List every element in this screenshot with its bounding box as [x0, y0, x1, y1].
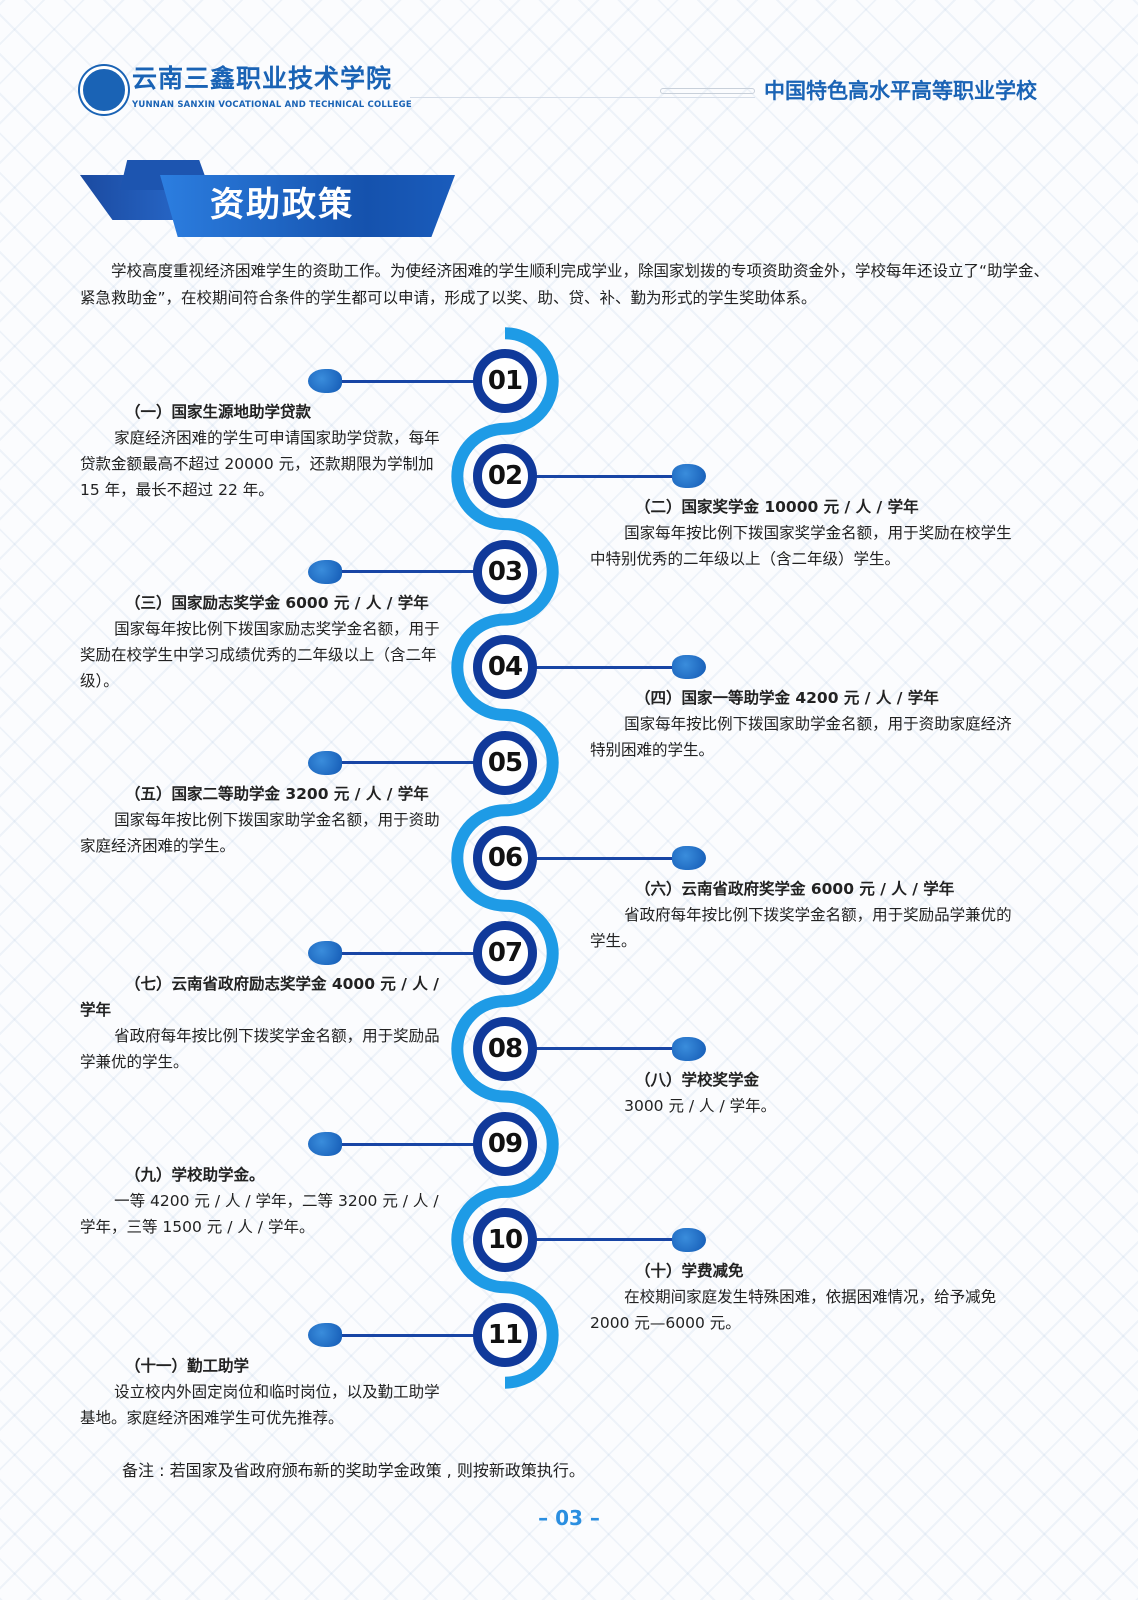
step-number-badge: 05 — [473, 730, 537, 795]
policy-title: （五）国家二等助学金 3200 元 / 人 / 学年 — [124, 784, 429, 803]
policy-item: （九）学校助学金。一等 4200 元 / 人 / 学年，二等 3200 元 / … — [80, 1162, 445, 1240]
connector-line — [330, 570, 480, 574]
drop-marker-icon — [308, 559, 342, 584]
header-decoration — [660, 88, 755, 94]
drop-marker-icon — [308, 369, 342, 393]
policy-description: 国家每年按比例下拨国家励志奖学金名额，用于奖励在校学生中学习成绩优秀的二年级以上… — [80, 619, 440, 690]
page-number: – 03 – — [538, 1506, 600, 1530]
connector-line — [330, 1333, 480, 1337]
connector-line — [330, 761, 480, 765]
policy-description: 国家每年按比例下拨国家奖学金名额，用于奖励在校学生中特别优秀的二年级以上（含二年… — [590, 524, 1012, 569]
policy-item: （六）云南省政府奖学金 6000 元 / 人 / 学年省政府每年按比例下拨奖学金… — [590, 876, 1027, 954]
policy-title: （四）国家一等助学金 4200 元 / 人 / 学年 — [634, 689, 939, 708]
step-number-badge: 08 — [473, 1016, 537, 1081]
header-slogan: 中国特色高水平高等职业学校 — [764, 79, 1037, 103]
drop-marker-icon — [308, 750, 342, 775]
section-title: 资助政策 — [210, 185, 354, 225]
policy-item: （五）国家二等助学金 3200 元 / 人 / 学年国家每年按比例下拨国家助学金… — [80, 781, 445, 859]
step-number-badge: 09 — [473, 1112, 537, 1177]
drop-marker-icon — [308, 941, 342, 966]
drop-marker-icon — [308, 1323, 342, 1347]
connector-line — [330, 1142, 480, 1146]
section-banner — [160, 175, 455, 237]
drop-marker-icon — [672, 1227, 706, 1252]
policy-title: （十一）勤工助学 — [124, 1357, 249, 1375]
policy-title: （二）国家奖学金 10000 元 / 人 / 学年 — [634, 498, 919, 517]
policy-item: （七）云南省政府励志奖学金 4000 元 / 人 / 学年省政府每年按比例下拨奖… — [80, 971, 445, 1075]
drop-marker-icon — [672, 655, 706, 680]
step-number-badge: 07 — [473, 921, 537, 986]
policy-item: （二）国家奖学金 10000 元 / 人 / 学年国家每年按比例下拨国家奖学金名… — [590, 494, 1027, 572]
connector-line — [530, 1047, 690, 1051]
policy-description: 国家每年按比例下拨国家助学金名额，用于资助家庭经济困难的学生。 — [80, 810, 440, 855]
policy-title: （一）国家生源地助学贷款 — [124, 403, 311, 421]
policy-title: （三）国家励志奖学金 6000 元 / 人 / 学年 — [124, 593, 429, 612]
header-divider — [410, 97, 755, 98]
step-number-badge: 03 — [473, 539, 537, 604]
policy-item: （三）国家励志奖学金 6000 元 / 人 / 学年国家每年按比例下拨国家励志奖… — [80, 590, 445, 694]
policy-item: （八）学校奖学金 3000 元 / 人 / 学年。 — [590, 1067, 1027, 1119]
policy-description: 省政府每年按比例下拨奖学金名额，用于奖励品学兼优的学生。 — [590, 906, 1012, 950]
policy-title: （七）云南省政府励志奖学金 4000 元 / 人 / 学年 — [80, 975, 439, 1020]
connector-line — [530, 474, 690, 478]
connector-line — [330, 379, 480, 383]
policy-title: （八）学校奖学金 — [634, 1070, 759, 1089]
policy-description: 在校期间家庭发生特殊困难，依据困难情况，给予减免 2000 元—6000 元。 — [590, 1287, 997, 1332]
policy-description: 设立校内外固定岗位和临时岗位，以及勤工助学基地。家庭经济困难学生可优先推荐。 — [80, 1383, 440, 1427]
step-number-badge: 10 — [473, 1207, 537, 1272]
policy-item: （一）国家生源地助学贷款家庭经济困难的学生可申请国家助学贷款，每年贷款金额最高不… — [80, 399, 445, 503]
policy-description: 家庭经济困难的学生可申请国家助学贷款，每年贷款金额最高不超过 20000 元，还… — [80, 429, 440, 499]
step-number-badge: 02 — [473, 444, 537, 509]
drop-marker-icon — [672, 464, 706, 489]
policy-title: （九）学校助学金。 — [124, 1166, 265, 1185]
policy-title: （十）学费减免 — [634, 1261, 744, 1280]
policy-description: 3000 元 / 人 / 学年。 — [624, 1096, 777, 1115]
drop-marker-icon — [308, 1132, 342, 1157]
step-number-badge: 06 — [473, 826, 537, 890]
footnote: 备注 : 若国家及省政府颁布新的奖助学金政策 , 则按新政策执行。 — [122, 1461, 585, 1480]
policy-item: （十一）勤工助学设立校内外固定岗位和临时岗位，以及勤工助学基地。家庭经济困难学生… — [80, 1353, 445, 1431]
serpentine-path — [451, 327, 559, 1389]
school-name-en: YUNNAN SANXIN VOCATIONAL AND TECHNICAL C… — [132, 100, 412, 110]
connector-line — [530, 856, 690, 860]
policy-description: 国家每年按比例下拨国家助学金名额，用于资助家庭经济特别困难的学生。 — [590, 715, 1012, 760]
drop-marker-icon — [672, 846, 706, 870]
school-logo-icon — [80, 66, 128, 114]
school-name-cn: 云南三鑫职业技术学院 — [132, 64, 393, 93]
connector-line — [530, 665, 690, 669]
connector-line — [530, 1238, 690, 1242]
step-number-badge: 01 — [473, 349, 537, 413]
connector-line — [330, 951, 480, 955]
drop-marker-icon — [672, 1036, 706, 1061]
policy-item: （四）国家一等助学金 4200 元 / 人 / 学年国家每年按比例下拨国家助学金… — [590, 685, 1027, 763]
policy-title: （六）云南省政府奖学金 6000 元 / 人 / 学年 — [634, 880, 955, 898]
intro-paragraph: 学校高度重视经济困难学生的资助工作。为使经济困难的学生顺利完成学业，除国家划拨的… — [80, 262, 1050, 307]
step-number-badge: 11 — [473, 1303, 537, 1367]
policy-item: （十）学费减免在校期间家庭发生特殊困难，依据困难情况，给予减免 2000 元—6… — [590, 1258, 1027, 1336]
step-number-badge: 04 — [473, 635, 537, 700]
policy-description: 省政府每年按比例下拨奖学金名额，用于奖励品学兼优的学生。 — [80, 1027, 440, 1072]
policy-description: 一等 4200 元 / 人 / 学年，二等 3200 元 / 人 / 学年，三等… — [80, 1192, 439, 1237]
